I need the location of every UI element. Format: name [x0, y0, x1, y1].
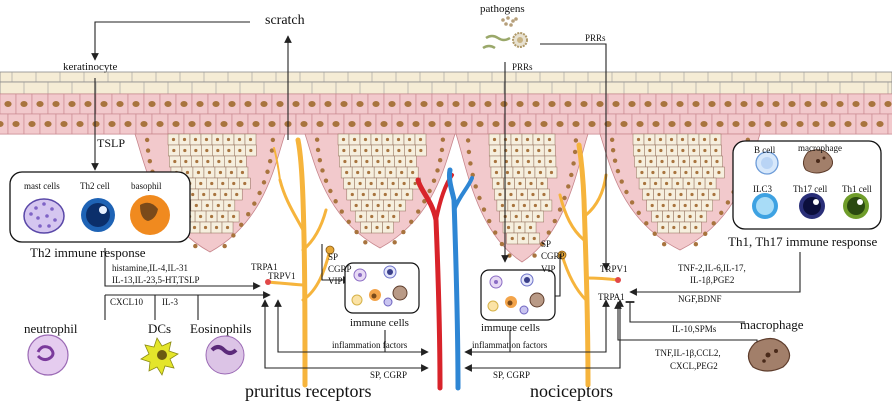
b-cell-icon [755, 151, 779, 175]
tslp-label: TSLP [97, 136, 126, 150]
keratinocyte-label: keratinocyte [63, 61, 118, 73]
th2-cell-icon [81, 198, 115, 232]
eosinophil-icon [205, 335, 245, 375]
immune-cells-icons-left [351, 265, 408, 307]
th1-cell-icon [843, 193, 869, 219]
macrophage-icon [747, 337, 791, 372]
vein [447, 167, 461, 391]
il3-label: IL-3 [162, 297, 178, 307]
cxcl10-label: CXCL10 [110, 297, 144, 307]
ilc3-icon [752, 193, 778, 219]
th2-cell-label: Th2 cell [80, 181, 110, 191]
rete-ridges [134, 133, 761, 263]
macrophage-icon-small [802, 149, 834, 174]
epidermis-layer [0, 93, 892, 135]
right-bottom-line1: TNF,IL-1β,CCL2, [655, 348, 721, 358]
th1-th17-response-label: Th1, Th17 immune response [728, 234, 878, 249]
cytokines-left-line1: histamine,IL-4,IL-31 [112, 263, 188, 273]
inflammation-left-label: inflammation factors [332, 340, 408, 350]
trpv1-right-label: TRPV1 [600, 264, 628, 274]
sp-left-label: SP [328, 252, 339, 262]
prrs-label-top: PRRs [585, 33, 606, 43]
b-cell-label: B cell [754, 145, 776, 155]
macrophage-small-label: macrophage [798, 143, 842, 153]
pathogens-label: pathogens [480, 3, 525, 15]
stratum-corneum [0, 71, 892, 95]
vip-left-label: VIP [328, 276, 343, 286]
receptor-markers [265, 245, 621, 285]
inflammation-right-label: inflammation factors [472, 340, 548, 350]
right-bottom-line2: CXCL,PEG2 [670, 361, 718, 371]
trpa1-left-label: TRPA1 [251, 262, 278, 272]
eosinophils-label: Eosinophils [190, 321, 252, 336]
dcs-icon [140, 337, 179, 376]
vip-right-label: VIP [541, 264, 556, 274]
immune-cells-icons-right [487, 273, 545, 315]
vein-branch [452, 176, 474, 212]
pruritus-receptors-label: pruritus receptors [245, 381, 372, 401]
cytokines-left-line2: IL-13,IL-23,5-HT,TSLP [112, 275, 200, 285]
mast-cell-label: mast cells [24, 181, 60, 191]
basophil-icon [130, 195, 170, 235]
scratch-label: scratch [265, 13, 305, 28]
dcs-label: DCs [148, 321, 172, 336]
cgrp-right-label: CGRP [541, 251, 565, 261]
th2-response-label: Th2 immune response [30, 245, 146, 260]
neutrophil-icon [27, 334, 69, 376]
arrows [91, 21, 801, 372]
cgrp-left-label: CGRP [328, 264, 352, 274]
macrophage-label: macrophage [740, 317, 804, 332]
ngf-bdnf-label: NGF,BDNF [678, 294, 722, 304]
mast-cell-icon [23, 198, 65, 234]
pathogens-icon [482, 16, 528, 50]
immune-cells-left-label: immune cells [350, 317, 409, 329]
immune-cells-right-label: immune cells [481, 322, 540, 334]
basophil-label: basophil [131, 181, 162, 191]
right-cytokines-line2: IL-1β,PGE2 [690, 275, 735, 285]
il10-spms-label: IL-10,SPMs [672, 324, 717, 334]
sp-right-label: SP [541, 239, 552, 249]
nociceptors-label: nociceptors [530, 381, 613, 401]
right-cytokines-line1: TNF-2,IL-6,IL-17, [678, 263, 746, 273]
prrs-label-mid: PRRs [512, 62, 533, 72]
trpv1-left-label: TRPV1 [268, 271, 296, 281]
th17-cell-icon [799, 193, 825, 219]
blood-vessels [415, 167, 474, 391]
th1-label: Th1 cell [842, 184, 872, 194]
trpa1-right-label: TRPA1 [598, 292, 625, 302]
ilc3-label: ILC3 [753, 184, 772, 194]
sp-cgrp-left-label: SP, CGRP [370, 370, 408, 380]
artery [415, 177, 443, 391]
neutrophil-label: neutrophil [24, 321, 78, 336]
sp-cgrp-right-label: SP, CGRP [493, 370, 531, 380]
th17-label: Th17 cell [793, 184, 828, 194]
